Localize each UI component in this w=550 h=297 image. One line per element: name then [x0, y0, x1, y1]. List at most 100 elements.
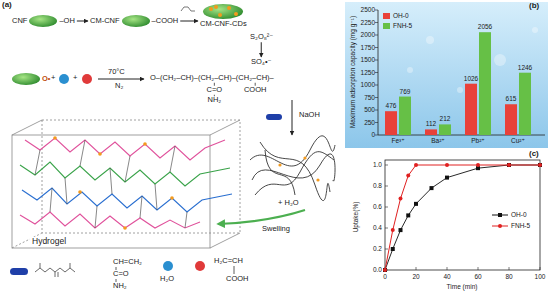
legend-text: FNH-5: [393, 22, 412, 29]
tick-label: 40: [443, 273, 450, 280]
markers-oh0: [383, 163, 542, 272]
carbon-dot: [234, 12, 238, 16]
tick-label: 2000: [361, 31, 375, 38]
axes: [378, 10, 545, 135]
markers-fnh5: [383, 163, 542, 272]
node-text: O•: [42, 75, 50, 83]
value-label: 212: [440, 115, 451, 122]
scheme-label: NH₂: [207, 96, 221, 104]
bar-fnh5: [439, 124, 451, 135]
crosslinker-structure: [35, 263, 75, 277]
panel-letter: (c): [529, 150, 539, 159]
scheme-label: COOH: [226, 275, 249, 283]
cellulose-ellipse: [122, 15, 150, 27]
panel-letter: (a): [2, 1, 12, 10]
bar-oh0: [465, 84, 477, 135]
tick-label: 20: [412, 273, 419, 280]
category-label: Pb²⁺: [471, 137, 485, 144]
tick-label: 1.0: [373, 161, 382, 168]
bond: [116, 266, 234, 282]
species-node: SO₄•⁻: [251, 58, 271, 66]
reaction-arrow: [98, 79, 144, 80]
category-label: Fe³⁺: [391, 137, 404, 144]
legend-text: OH-0: [511, 211, 527, 218]
hydrogel-cube: [12, 120, 240, 248]
value-label: 476: [386, 102, 397, 109]
legend-marker: [498, 224, 502, 228]
reaction-arrow: [77, 21, 88, 22]
node-text: SO₄•⁻: [251, 58, 271, 66]
hydrogel-box: Hydrogel: [12, 120, 240, 250]
scheme-label: COOH: [244, 86, 267, 94]
tick-label: 500: [364, 106, 375, 113]
axis-title: Uptake(%): [352, 202, 359, 233]
value-label: 615: [506, 95, 517, 102]
carbon-dot: [227, 6, 231, 10]
reaction-arrow: [261, 42, 262, 57]
axis-title: Maximum adsorption capacity (mg g⁻¹): [349, 16, 356, 128]
legend-text: FNH-5: [511, 222, 530, 229]
curve-oh0: [385, 165, 540, 270]
tick-marks: [375, 10, 378, 135]
scheme-label: H₂C=CH: [214, 257, 243, 265]
bar-fnh5: [479, 32, 491, 135]
node-text: CNF: [12, 17, 27, 25]
scheme-label: H₂O: [160, 275, 174, 283]
tick-label: 250: [364, 119, 375, 126]
curve-fnh5: [385, 165, 540, 270]
carbon-dot: [218, 13, 222, 17]
bar-oh0: [425, 129, 437, 135]
tick-label: 1500: [361, 56, 375, 63]
scheme-label: Swelling: [262, 225, 290, 233]
node-text: Hydrogel: [30, 237, 68, 246]
scheme-label: C=O: [113, 270, 129, 278]
tick-label: 80: [505, 273, 512, 280]
cellulose-ellipse: [203, 4, 243, 19]
tick-label: 1000: [361, 81, 375, 88]
plot-frame: [385, 160, 540, 270]
value-label: 1246: [518, 64, 532, 71]
bar-oh0: [385, 111, 397, 135]
naoh-arrow: [292, 100, 293, 135]
tick-label: 0.6: [373, 203, 382, 210]
cellulose-ellipse: [29, 15, 57, 27]
node-text: O–(CH₂–CH)–(CH₂–CH)–(CH₂–CH)–: [150, 74, 274, 82]
bar-fnh5: [399, 97, 411, 135]
legend-entry: OH-0: [383, 12, 409, 19]
tick-label: 1250: [361, 69, 375, 76]
scheme-label: NH₂: [113, 282, 127, 290]
cellulose-ellipse: [12, 73, 40, 85]
legend-marker: [498, 213, 502, 217]
scheme-label: C=O: [207, 86, 223, 94]
legend-swatch: [383, 13, 390, 19]
axis-title: Time (min): [447, 283, 478, 290]
species-node: S₂O₈²⁻: [250, 33, 273, 41]
legend-swatch: [383, 23, 390, 29]
category-label: Cu²⁺: [511, 137, 525, 144]
scheme-label: + H₂O: [278, 199, 299, 207]
value-label: 112: [426, 120, 436, 127]
node-text: CM-CNF: [90, 17, 120, 25]
tick-label: 0.0: [373, 266, 382, 273]
scheme-label: +: [73, 74, 77, 82]
species-node: O–(CH₂–CH)–(CH₂–CH)–(CH₂–CH)–: [150, 74, 274, 82]
legend-entry: OH-0: [492, 211, 527, 218]
dry-network: [250, 136, 335, 201]
tick-label: 0.4: [373, 224, 382, 231]
legend-line-sample: [492, 212, 508, 218]
acrylic-acid-symbol: [195, 261, 205, 271]
carbon-dot: [214, 5, 218, 9]
diamine-reagent: [181, 7, 195, 11]
tick-label: 60: [474, 273, 481, 280]
monomer-blue: [59, 74, 69, 84]
swelling-arrow: [218, 210, 305, 224]
scheme-label: NaOH: [299, 111, 320, 119]
tick-label: 750: [364, 94, 375, 101]
chart-background: [345, 2, 548, 148]
node-text: S₂O₈²⁻: [250, 33, 273, 41]
category-label: Ba²⁺: [431, 137, 445, 144]
tick-label: 2500: [361, 6, 375, 13]
node-text: –OH: [59, 17, 74, 25]
value-label: 2056: [478, 23, 492, 30]
